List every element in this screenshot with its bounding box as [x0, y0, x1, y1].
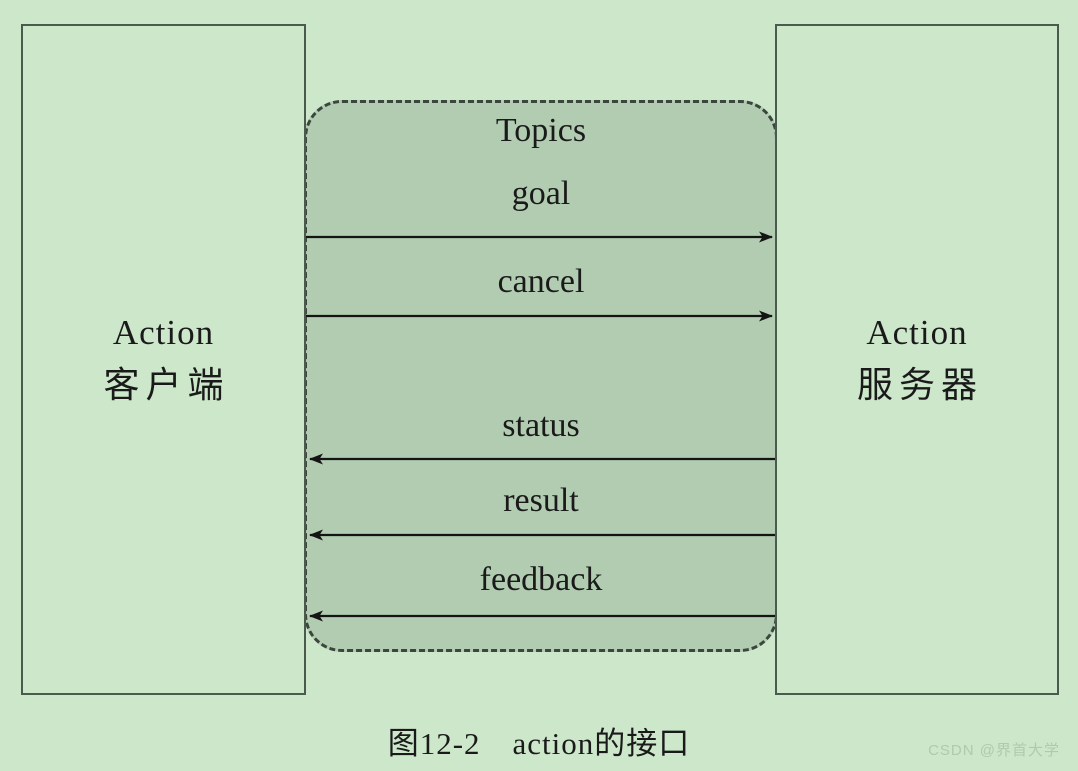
action-server-label-en: Action	[866, 313, 968, 353]
message-label-goal: goal	[511, 175, 571, 212]
topics-heading: Topics	[495, 112, 587, 149]
message-label-result: result	[503, 482, 579, 519]
action-client-box: Action 客户端	[21, 24, 306, 695]
action-server-label-cn: 服务器	[856, 364, 983, 405]
message-label-feedback: feedback	[479, 561, 603, 598]
message-label-cancel: cancel	[497, 263, 585, 300]
action-client-label-cn: 客户端	[103, 364, 230, 405]
watermark: CSDN @界首大学	[928, 742, 1060, 759]
topics-panel	[304, 100, 778, 652]
figure-caption: 图12-2 action的接口	[387, 726, 691, 761]
action-server-box: Action 服务器	[775, 24, 1059, 695]
action-client-label-en: Action	[112, 313, 215, 353]
message-label-status: status	[502, 407, 580, 444]
